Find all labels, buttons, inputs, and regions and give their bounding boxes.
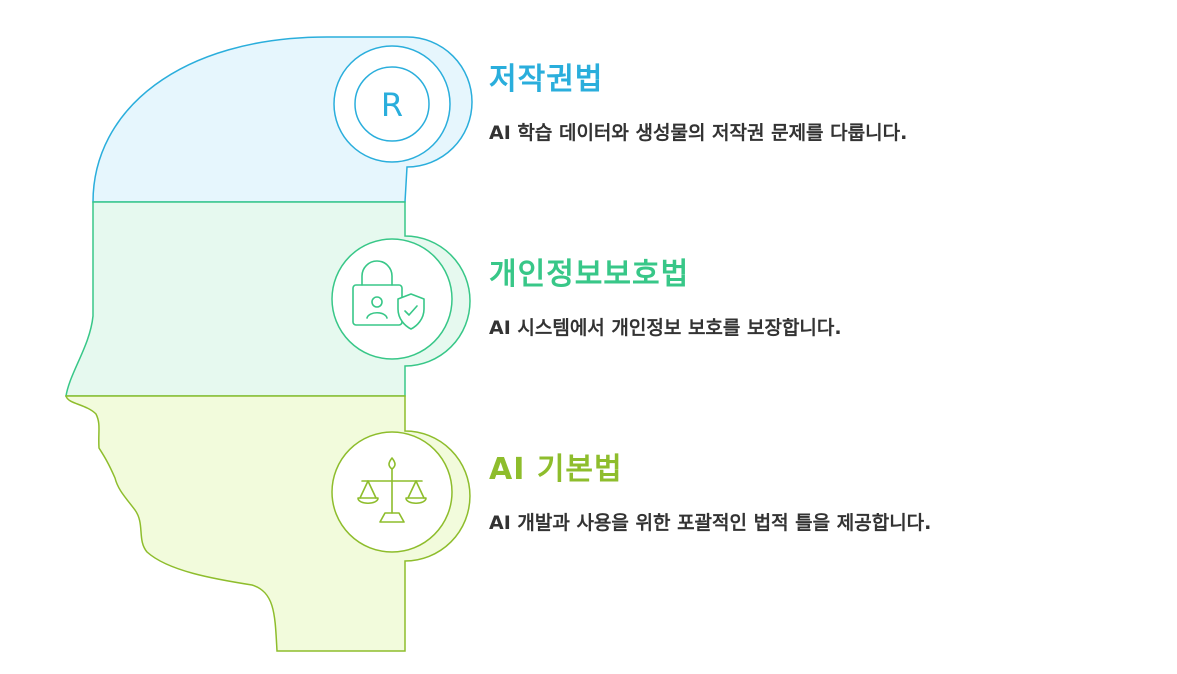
section-ai-basic-law: AI 기본법 AI 개발과 사용을 위한 포괄적인 법적 틀을 제공합니다.: [489, 452, 931, 536]
registered-trademark-icon: R: [381, 86, 403, 124]
ai-law-circle: [331, 431, 453, 553]
section-description-copyright: AI 학습 데이터와 생성물의 저작권 문제를 다룹니다.: [489, 122, 908, 144]
section-title-privacy: 개인정보보호법: [489, 257, 690, 292]
lock-user-shield-icon: [352, 260, 425, 330]
section-title-ai-basic-law: AI 기본법: [489, 452, 623, 487]
privacy-circle: [331, 238, 453, 360]
section-title-copyright: 저작권법: [489, 62, 604, 97]
section-description-privacy: AI 시스템에서 개인정보 보호를 보장합니다.: [489, 317, 842, 339]
copyright-circle: R: [333, 45, 451, 163]
scales-of-justice-icon: [357, 457, 427, 523]
section-privacy: 개인정보보호법 AI 시스템에서 개인정보 보호를 보장합니다.: [489, 257, 842, 341]
section-copyright: 저작권법 AI 학습 데이터와 생성물의 저작권 문제를 다룹니다.: [489, 62, 907, 146]
section-description-ai-basic-law: AI 개발과 사용을 위한 포괄적인 법적 틀을 제공합니다.: [489, 512, 932, 534]
